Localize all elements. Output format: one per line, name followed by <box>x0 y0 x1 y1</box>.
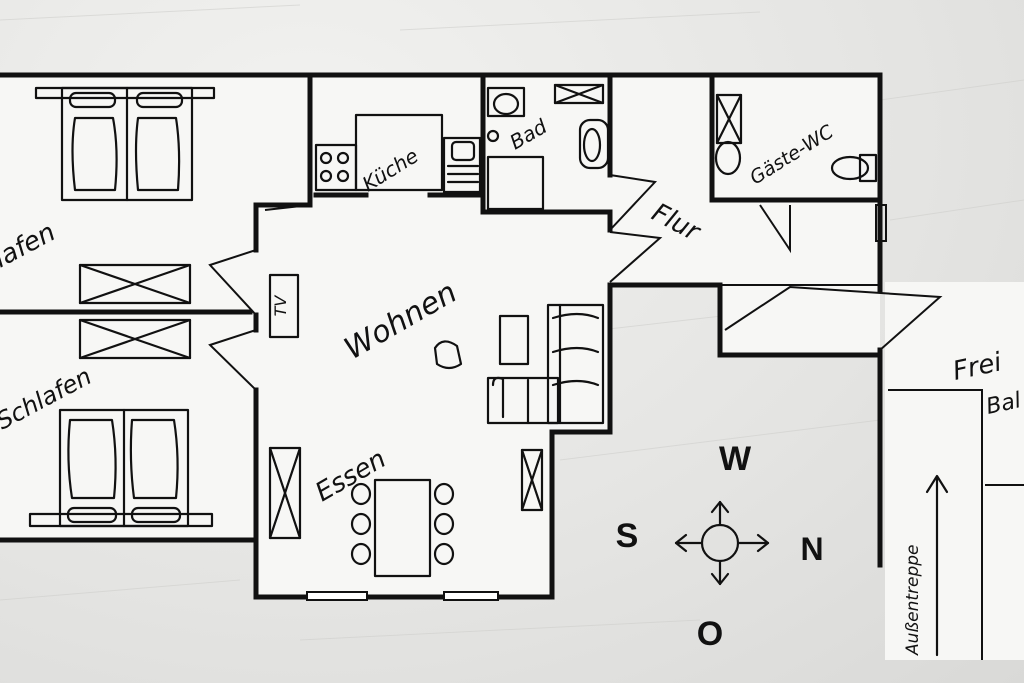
dining-table <box>350 478 455 578</box>
kitchen-counter <box>314 113 482 194</box>
door-swings <box>208 174 943 391</box>
bathroom-fixtures <box>486 83 610 211</box>
balcony-outline <box>888 389 1024 660</box>
compass-north: N <box>800 531 823 567</box>
wardrobe-top <box>78 263 192 305</box>
tv-unit <box>268 273 300 339</box>
windows <box>306 591 499 601</box>
sideboard-right <box>520 448 544 512</box>
compass-south: S <box>616 517 639 555</box>
double-bed-top <box>34 86 216 202</box>
floor-area <box>0 75 1024 660</box>
double-bed-bottom <box>28 408 214 528</box>
compass-west: W <box>719 440 752 478</box>
sideboard-left <box>268 446 302 540</box>
compass-east: O <box>697 615 723 653</box>
stairs-label: Außentreppe <box>903 545 923 657</box>
walls <box>0 72 883 600</box>
compass-rose-icon <box>674 500 770 586</box>
guest-wc-fixtures <box>714 93 878 183</box>
stairs-arrow-icon <box>925 474 949 657</box>
sofa-set <box>433 303 605 425</box>
wardrobe-bottom <box>78 318 192 360</box>
tv-label: TV <box>271 295 290 317</box>
